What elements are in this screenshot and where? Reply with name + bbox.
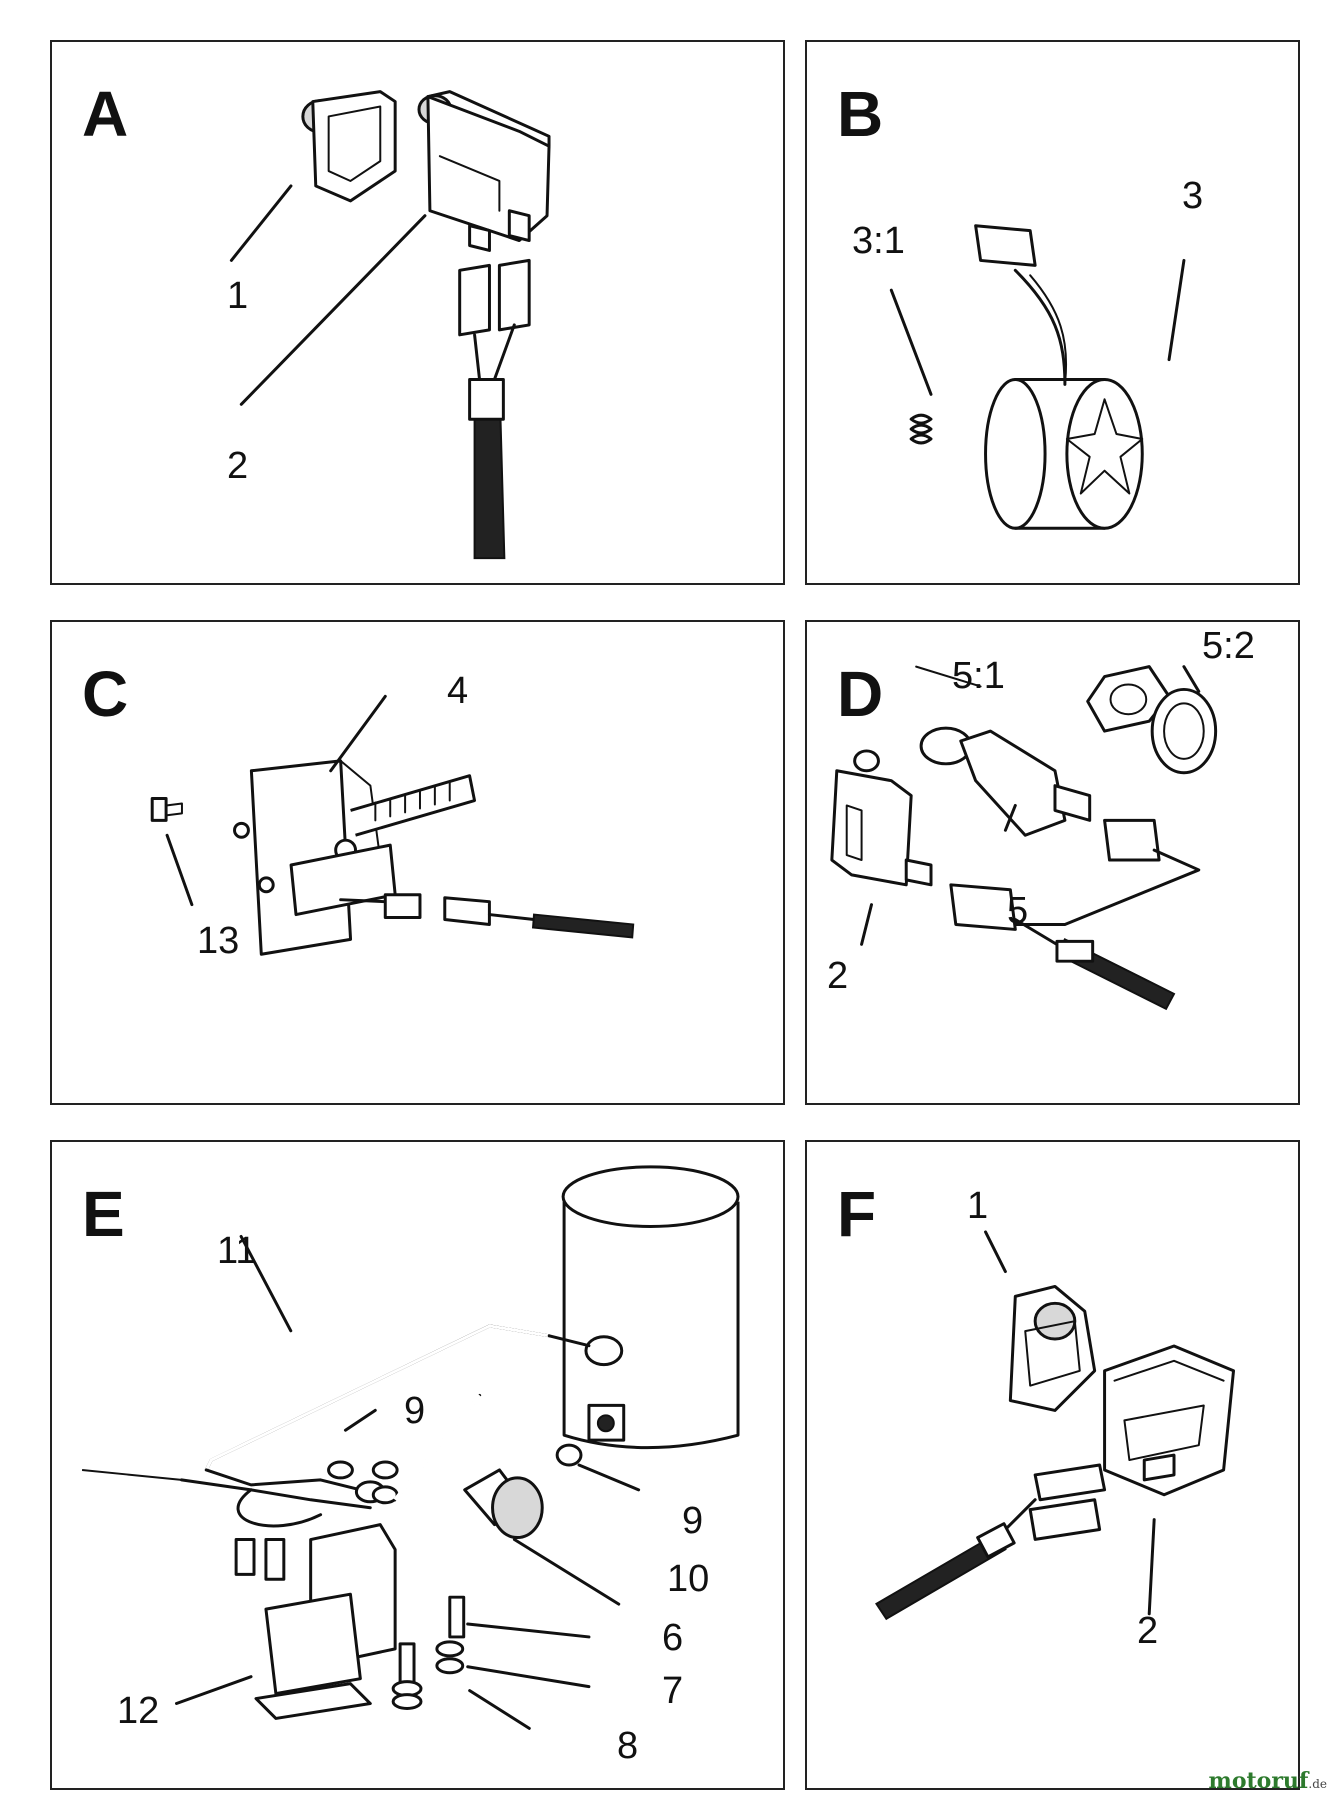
callout-12: 12 <box>117 1690 160 1732</box>
panel-e: E 11 9 9 10 6 7 8 12 <box>50 1140 785 1790</box>
connector-cable <box>458 258 531 560</box>
callout-7: 7 <box>662 1670 684 1712</box>
panel-c: C 4 13 <box>50 620 785 1105</box>
panel-e-drawing <box>81 1165 740 1730</box>
callout-1: 1 <box>227 275 249 317</box>
panel-f: F 1 2 <box>805 1140 1300 1790</box>
screw-part-13 <box>150 797 183 822</box>
key-switch-part-5 <box>919 726 1092 837</box>
panel-a: A 1 2 <box>50 40 785 585</box>
watermark: motoruf.de <box>1209 1768 1327 1794</box>
callout-3: 3 <box>1182 175 1204 217</box>
callout-8: 8 <box>617 1725 639 1767</box>
panel-f-drawing <box>875 1230 1236 1621</box>
callout-2: 2 <box>827 955 849 997</box>
callout-1: 1 <box>967 1185 989 1227</box>
callout-3-1: 3:1 <box>852 220 905 262</box>
connector-cable-f <box>875 1463 1107 1621</box>
panel-letter: C <box>82 658 129 730</box>
callout-5-1: 5:1 <box>952 655 1005 697</box>
spring-part-3-1 <box>909 413 933 445</box>
callout-9: 9 <box>682 1500 704 1542</box>
washer-part-5-2 <box>1150 687 1218 775</box>
callout-9: 9 <box>404 1390 426 1432</box>
callout-11: 11 <box>217 1230 257 1272</box>
buzzer-part-3 <box>974 224 1144 530</box>
panel-a-drawing <box>229 90 551 560</box>
callout-10: 10 <box>667 1558 710 1600</box>
callout-6: 6 <box>662 1617 684 1659</box>
harness-d <box>949 818 1201 1011</box>
panel-letter: A <box>82 78 129 150</box>
callout-5-2: 5:2 <box>1202 625 1255 667</box>
panel-letter: D <box>837 658 884 730</box>
panel-b: B 3:1 3 <box>805 40 1300 585</box>
switch-part-2 <box>417 90 551 252</box>
panel-letter: E <box>82 1178 125 1250</box>
boot-part-10 <box>463 1468 544 1540</box>
panel-letter: F <box>837 1178 877 1250</box>
callout-4: 4 <box>447 670 469 712</box>
solenoid-part-12 <box>234 1523 397 1720</box>
bezel-part-1 <box>301 90 397 203</box>
nut-part-5-1 <box>1086 665 1171 733</box>
panel-letter: B <box>837 78 884 150</box>
connector-cable-c <box>339 893 635 939</box>
switch-bracket-part-4 <box>233 759 477 956</box>
panel-c-drawing <box>150 694 635 956</box>
nuts-part-9 <box>327 1443 583 1505</box>
callout-13: 13 <box>197 920 240 962</box>
bolts-parts-6-7-8 <box>391 1595 466 1710</box>
callout-5: 5 <box>1007 890 1029 932</box>
bezel-part-1-f <box>1008 1284 1097 1412</box>
plunger-switch-part-2 <box>830 749 933 887</box>
switch-part-2-f <box>1103 1344 1236 1497</box>
watermark-brand: motoruf <box>1208 1768 1309 1794</box>
cable-part-11 <box>204 1324 624 1504</box>
callout-2: 2 <box>227 445 249 487</box>
callout-2: 2 <box>1137 1610 1159 1652</box>
watermark-suffix: .de <box>1308 1777 1327 1791</box>
cable-lead <box>81 1393 482 1528</box>
panel-d: D 5:1 5:2 5 2 <box>805 620 1300 1105</box>
panel-b-drawing <box>889 224 1186 530</box>
motor-cylinder <box>561 1165 740 1450</box>
panel-d-drawing <box>830 665 1218 1011</box>
